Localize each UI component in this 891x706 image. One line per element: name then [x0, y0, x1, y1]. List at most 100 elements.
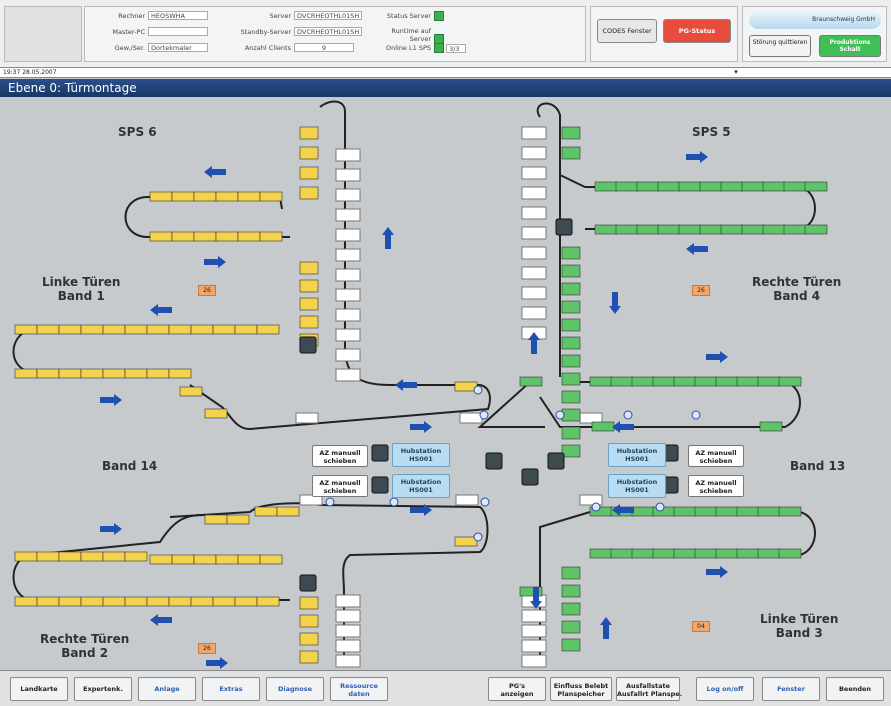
- status-led: [434, 43, 444, 53]
- codes-window-button[interactable]: CODES Fenster: [597, 19, 657, 43]
- conveyor-line: [169, 502, 489, 657]
- logo-area: [4, 6, 82, 62]
- area-label-linke-band3: Linke Türen Band 3: [760, 612, 839, 640]
- area-label-rechte-band4: Rechte Türen Band 4: [752, 275, 842, 303]
- carrier: [561, 264, 581, 278]
- carrier: [259, 231, 283, 242]
- az-manual-button[interactable]: AZ manuell schieben: [312, 445, 368, 467]
- carrier: [454, 536, 478, 547]
- expertenk-button[interactable]: Expertenk.: [74, 677, 132, 701]
- diagnose-button[interactable]: Diagnose: [266, 677, 324, 701]
- area-label-band14: Band 14: [102, 459, 158, 473]
- station-icon: [591, 502, 601, 512]
- machine-icon: [371, 476, 389, 494]
- carrier: [259, 191, 283, 202]
- einfluss-belebt-button[interactable]: Einfluss Belebt Planspeicher: [550, 677, 612, 701]
- buffer-slot: [335, 328, 361, 342]
- az-manual-button[interactable]: AZ manuell schieben: [312, 475, 368, 497]
- machine-icon: [555, 218, 573, 236]
- ressourcedaten-button[interactable]: Ressource daten: [330, 677, 388, 701]
- carrier: [36, 368, 60, 379]
- station-icon: [655, 502, 665, 512]
- az-manual-button[interactable]: AZ manuell schieben: [688, 475, 744, 497]
- counter-badge: 26: [198, 285, 216, 296]
- carrier: [783, 224, 807, 235]
- produktion-schalt-button[interactable]: Produktions Schalt: [819, 35, 881, 57]
- carrier: [741, 181, 765, 192]
- bottom-toolbar: Landkarte Expertenk. Anlage Extras Diagn…: [0, 670, 891, 706]
- extras-button[interactable]: Extras: [202, 677, 260, 701]
- log-on-off-button[interactable]: Log on/off: [696, 677, 754, 701]
- machine-icon: [371, 444, 389, 462]
- carrier: [256, 596, 280, 607]
- carrier: [179, 386, 203, 397]
- carrier: [561, 146, 581, 160]
- machine-icon: [485, 452, 503, 470]
- carrier: [757, 506, 781, 517]
- carrier: [168, 324, 192, 335]
- carrier: [299, 279, 319, 293]
- chevron-down-icon[interactable]: ▾: [734, 68, 738, 76]
- stoerung-quittieren-button[interactable]: Störung quittieren: [749, 35, 811, 57]
- carrier: [58, 324, 82, 335]
- ausfallstate-button[interactable]: Ausfallstate Ausfallrt Planspe.: [616, 677, 682, 701]
- header-buttons: CODES Fenster PG-Status: [590, 6, 738, 62]
- carrier: [212, 324, 236, 335]
- message-bar[interactable]: 19:37 28.05.2007 ▾: [0, 68, 891, 78]
- carrier: [561, 336, 581, 350]
- hubstation-button[interactable]: Hubstation HS001: [608, 474, 666, 498]
- buffer-slot: [521, 226, 547, 240]
- buffer-slot: [579, 412, 603, 424]
- fenster-button[interactable]: Fenster: [762, 677, 820, 701]
- carrier: [631, 376, 655, 387]
- counter-badge: 26: [692, 285, 710, 296]
- carrier: [561, 354, 581, 368]
- station-icon: [480, 497, 490, 507]
- carrier: [561, 426, 581, 440]
- station-icon: [473, 385, 483, 395]
- carrier: [226, 514, 250, 525]
- buffer-slot: [521, 609, 547, 623]
- carrier: [778, 376, 802, 387]
- buffer-slot: [521, 639, 547, 653]
- carrier: [657, 181, 681, 192]
- buffer-slot: [335, 148, 361, 162]
- carrier: [561, 602, 581, 616]
- carrier: [190, 324, 214, 335]
- carrier: [652, 548, 676, 559]
- carrier: [276, 506, 300, 517]
- beenden-button[interactable]: Beenden: [826, 677, 884, 701]
- carrier: [561, 444, 581, 458]
- az-manual-button[interactable]: AZ manuell schieben: [688, 445, 744, 467]
- carrier: [234, 596, 258, 607]
- carrier: [673, 548, 697, 559]
- pgs-anzeigen-button[interactable]: PG's anzeigen: [488, 677, 546, 701]
- conveyor-line: [124, 196, 290, 238]
- anlage-button[interactable]: Anlage: [138, 677, 196, 701]
- carrier: [124, 368, 148, 379]
- carrier: [519, 376, 543, 387]
- carrier: [58, 596, 82, 607]
- carrier: [561, 372, 581, 386]
- landkarte-button[interactable]: Landkarte: [10, 677, 68, 701]
- arrow-icon: [528, 332, 540, 354]
- carrier: [610, 548, 634, 559]
- hubstation-button[interactable]: Hubstation HS001: [608, 443, 666, 467]
- buffer-slot: [455, 494, 479, 506]
- carrier: [715, 376, 739, 387]
- carrier: [36, 596, 60, 607]
- hubstation-button[interactable]: Hubstation HS001: [392, 443, 450, 467]
- carrier: [561, 584, 581, 598]
- carrier: [615, 181, 639, 192]
- buffer-slot: [521, 266, 547, 280]
- carrier: [299, 166, 319, 180]
- carrier: [720, 224, 744, 235]
- carrier: [561, 282, 581, 296]
- hubstation-button[interactable]: Hubstation HS001: [392, 474, 450, 498]
- conveyor-line: [477, 381, 545, 428]
- carrier: [561, 126, 581, 140]
- pg-status-button[interactable]: PG-Status: [663, 19, 731, 43]
